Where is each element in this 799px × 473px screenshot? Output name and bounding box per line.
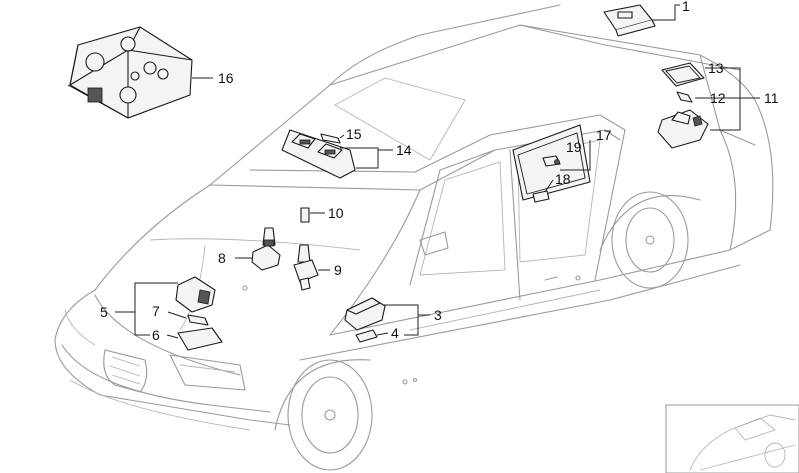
callout-19: 19	[566, 139, 582, 155]
callout-17: 17	[596, 127, 612, 143]
callout-11: 11	[764, 90, 779, 106]
leader-lines	[115, 4, 760, 339]
part-7-bulb	[187, 314, 209, 326]
callout-12: 12	[710, 90, 726, 106]
part-5-lamp	[175, 276, 216, 313]
part-18-lens	[532, 190, 550, 203]
callout-8: 8	[218, 250, 226, 266]
part-6-lens	[177, 327, 223, 351]
car-outline	[54, 4, 774, 471]
callout-18: 18	[555, 171, 571, 187]
callout-16: 16	[218, 70, 234, 86]
part-11-lamp-housing	[657, 109, 709, 149]
part-8-socket	[251, 227, 281, 271]
part-3-lamp	[344, 297, 386, 331]
callout-1: 1	[682, 0, 690, 14]
part-14-overhead-light	[281, 129, 356, 179]
part-16-bulb-kit-box	[67, 26, 193, 119]
callout-14: 14	[396, 142, 412, 158]
callout-labels: 1 13 12 11 16 15 14 17 19 18 10 8 9 5 7 …	[100, 0, 779, 343]
callout-6: 6	[152, 327, 160, 343]
callout-7: 7	[152, 303, 160, 319]
car-thumbnail-inset	[665, 404, 799, 473]
part-1-interior-light	[603, 4, 656, 37]
part-10-bulb	[300, 207, 310, 223]
callout-10: 10	[328, 205, 344, 221]
callout-13: 13	[708, 60, 724, 76]
callout-5: 5	[100, 304, 108, 320]
part-13-lens	[661, 62, 705, 87]
callout-3: 3	[434, 307, 442, 323]
part-9-socket	[293, 244, 319, 291]
callout-15: 15	[346, 126, 362, 142]
part-15-bulb	[320, 133, 341, 144]
callout-4: 4	[391, 325, 399, 341]
callout-9: 9	[334, 262, 342, 278]
part-4-bulb	[355, 329, 378, 343]
part-19-bulb	[542, 155, 561, 167]
part-12-bulb	[676, 91, 693, 103]
